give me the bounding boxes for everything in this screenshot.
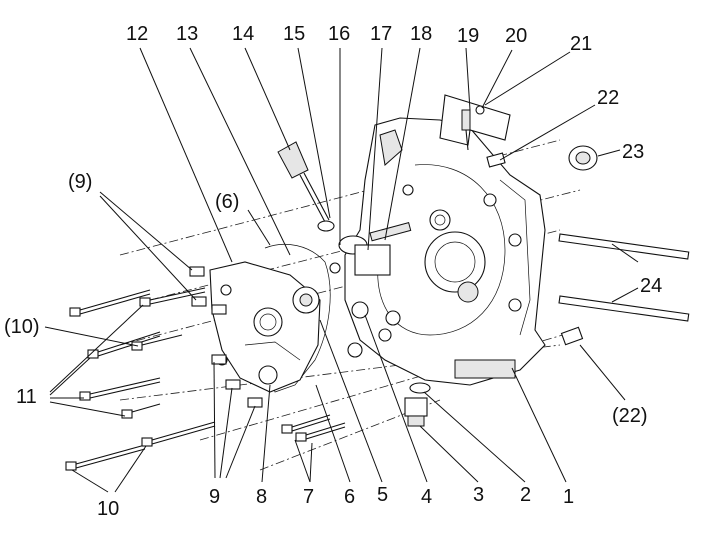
governor-parts	[329, 222, 412, 358]
dipstick-14	[277, 141, 335, 232]
callout-labels: 12 13 14 15 16 17 18 19 20 21 22 23 24 (…	[4, 23, 662, 520]
label-4: 4	[421, 486, 432, 508]
label-12: 12	[126, 23, 148, 45]
bearing-23	[568, 145, 598, 171]
label-5: 5	[377, 484, 388, 506]
leader-lines	[44, 47, 639, 493]
studs-24	[558, 233, 690, 322]
bracket-assembly	[439, 94, 511, 151]
bolts-7	[281, 414, 346, 442]
label-1: 1	[563, 486, 574, 508]
label-19: 19	[457, 25, 479, 47]
label-3: 3	[473, 484, 484, 506]
label-22-paren: (22)	[612, 405, 648, 427]
label-13: 13	[176, 23, 198, 45]
label-20: 20	[505, 25, 527, 47]
gasket-13	[264, 243, 331, 393]
label-16: 16	[328, 23, 350, 45]
long-bolts	[65, 287, 216, 471]
washer-2	[409, 382, 431, 394]
label-10-paren: (10)	[4, 316, 40, 338]
label-7: 7	[303, 486, 314, 508]
label-21: 21	[570, 33, 592, 55]
label-11: 11	[16, 386, 37, 408]
side-cover	[209, 261, 321, 393]
label-22: 22	[597, 87, 619, 109]
label-24: 24	[640, 275, 662, 297]
label-6-paren: (6)	[215, 191, 239, 213]
label-8: 8	[256, 486, 267, 508]
label-2: 2	[520, 484, 531, 506]
label-15: 15	[283, 23, 305, 45]
label-9: 9	[209, 486, 220, 508]
drain-bolt-3	[404, 397, 428, 427]
label-14: 14	[232, 23, 254, 45]
dowel-pin-22-lower	[560, 326, 584, 346]
bolts-9	[189, 266, 263, 408]
label-18: 18	[410, 23, 432, 45]
label-23: 23	[622, 141, 644, 163]
label-17: 17	[370, 23, 392, 45]
label-9-paren: (9)	[68, 171, 92, 193]
label-6: 6	[344, 486, 355, 508]
label-10: 10	[97, 498, 119, 520]
